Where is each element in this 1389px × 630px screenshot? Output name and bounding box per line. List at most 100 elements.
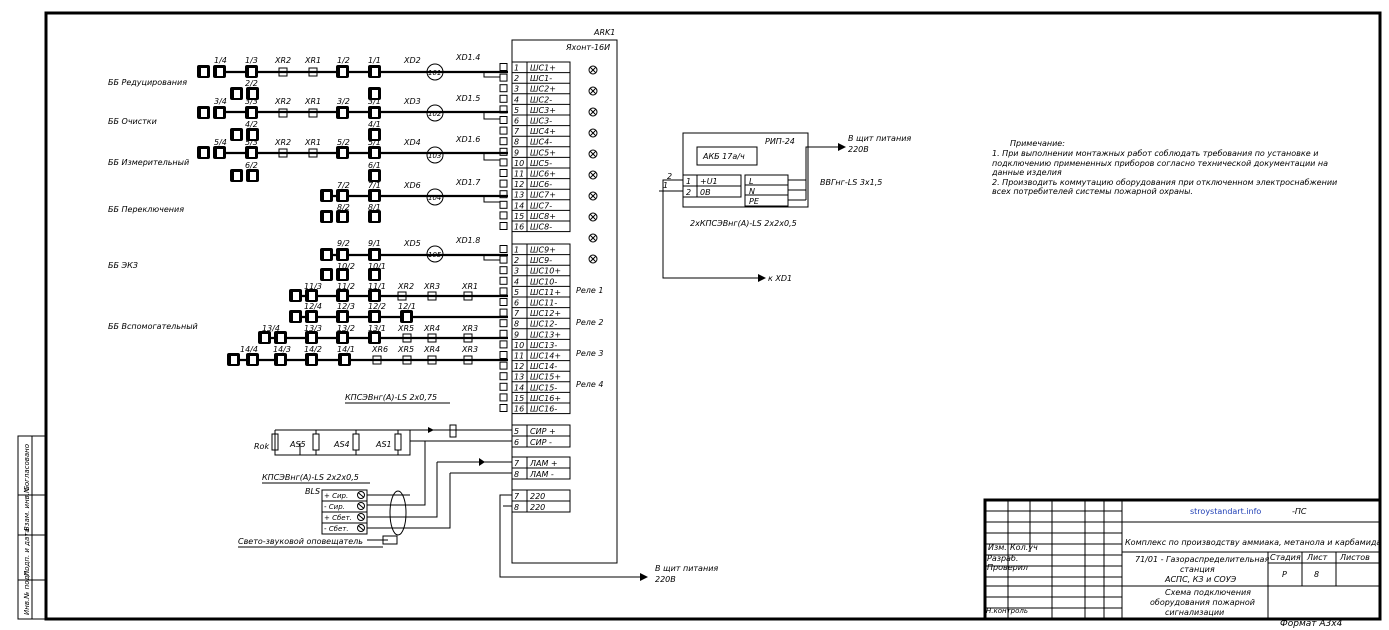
term-b-pin bbox=[499, 266, 508, 275]
z3-n9: XD4 bbox=[403, 138, 421, 147]
detector-icon-inner bbox=[201, 109, 207, 117]
term-b-num: 4 bbox=[514, 277, 519, 286]
siren-as4: AS4 bbox=[333, 440, 350, 449]
indicator-cross bbox=[589, 171, 597, 179]
z4-n5: XD6 bbox=[403, 181, 421, 190]
side-stamp-3: Взам. инв.№ bbox=[23, 486, 31, 531]
terminal-square bbox=[372, 355, 382, 365]
indicator-led bbox=[588, 191, 598, 201]
term-a-pin bbox=[499, 63, 508, 71]
z2-n3: 3/3 bbox=[245, 97, 258, 106]
indicator-cross bbox=[589, 150, 597, 158]
term-a-num: 14 bbox=[514, 201, 524, 210]
term-b-pin bbox=[499, 276, 508, 285]
term-b-num: 3 bbox=[514, 267, 519, 276]
detector-icon-inner bbox=[342, 356, 348, 364]
detector-icon-inner bbox=[217, 149, 223, 157]
term-a-label: ШС1- bbox=[530, 74, 552, 83]
siren-cable-bottom: КПСЭВнг(А)-LS 2х2х0,5 bbox=[262, 473, 359, 482]
psu-in-l2: 0В bbox=[700, 188, 711, 197]
mains-arrow bbox=[838, 143, 846, 151]
battery-box bbox=[696, 146, 758, 166]
z6-n23: XR5 bbox=[397, 345, 414, 354]
tb-row-kol: Кол.уч bbox=[1010, 543, 1038, 552]
eol-103-label: 103 bbox=[428, 152, 441, 160]
detector-icon-inner bbox=[217, 109, 223, 117]
indicator-cross bbox=[589, 108, 597, 116]
term-a-label: ШС5+ bbox=[530, 148, 556, 157]
eol-105-label: 105 bbox=[428, 251, 442, 259]
loop-wire bbox=[470, 254, 500, 261]
term-a-num: 6 bbox=[514, 117, 519, 126]
terminal-square bbox=[402, 355, 412, 365]
side-stamp-4: Согласовано bbox=[23, 444, 31, 491]
siren-as1: AS1 bbox=[375, 440, 392, 449]
terminal-square bbox=[463, 355, 473, 365]
term-b-pin bbox=[499, 308, 508, 317]
z1-n5: 1/2 bbox=[337, 56, 350, 65]
relay-2-label: Реле 2 bbox=[576, 318, 603, 327]
indicator-cross bbox=[589, 87, 597, 95]
detector-icon-inner bbox=[249, 109, 255, 117]
psu-cable-in: 2хКПСЭВнг(А)-LS 2х2х0,5 bbox=[690, 219, 797, 228]
detector-icon-inner bbox=[309, 313, 315, 321]
tb-col-sheets: Листов bbox=[1339, 553, 1370, 562]
term-b-num: 7 bbox=[514, 309, 520, 318]
indicator-led bbox=[588, 149, 598, 159]
term-a-label: ШС4- bbox=[530, 138, 552, 147]
eol-101 bbox=[426, 63, 444, 81]
detector-icon-inner bbox=[250, 172, 256, 180]
sir-l1: СИР + bbox=[530, 427, 556, 436]
term-b-pin bbox=[499, 245, 508, 253]
term-b-label: ШС15- bbox=[530, 383, 557, 392]
z5-n7: 10/1 bbox=[368, 262, 386, 271]
term-a-pin bbox=[499, 116, 508, 124]
detector-icon-inner bbox=[340, 292, 346, 300]
term-a-num: 15 bbox=[514, 212, 524, 221]
detector-icon-inner bbox=[340, 251, 346, 259]
term-b-label: ШС16- bbox=[530, 405, 557, 414]
term-a-label: ШС6- bbox=[530, 180, 552, 189]
psu-block: РИП-24 АКБ 17а/ч 1 +U1 2 0В L N PE В щит… bbox=[659, 132, 911, 283]
z6-n17: XR3 bbox=[461, 324, 478, 333]
term-a-label: ШС8+ bbox=[530, 212, 556, 221]
z6-n21: 14/1 bbox=[337, 345, 355, 354]
z1-n7: XD2 bbox=[403, 56, 421, 65]
detector-icon-inner bbox=[250, 356, 256, 364]
term-b-label: ШС12+ bbox=[530, 309, 561, 318]
sir-n2: 6 bbox=[514, 438, 519, 447]
detector-icon-inner bbox=[217, 68, 223, 76]
siren-resistors bbox=[271, 430, 402, 455]
tb-row-razrab: Разраб. bbox=[987, 554, 1018, 563]
bls-terminal-slot bbox=[357, 525, 365, 531]
psu-in-l1: +U1 bbox=[700, 177, 718, 186]
z1-n6: 1/1 bbox=[368, 56, 381, 65]
zone-label-1: ББ Редуцирования bbox=[108, 78, 187, 87]
terminal-square bbox=[278, 67, 288, 77]
ark1-ref: ARK1 bbox=[593, 28, 615, 37]
z4-n2: 6/1 bbox=[368, 161, 381, 170]
z6-n12: 13/3 bbox=[304, 324, 322, 333]
term-b-num: 14 bbox=[514, 383, 524, 392]
z3-n1: 4/2 bbox=[245, 120, 258, 129]
detector-icon-inner bbox=[324, 192, 330, 200]
detector-icon-inner bbox=[201, 68, 207, 76]
zone-6-loop: 11/3 11/2 11/1 XR2 XR3 XR1 12/4 12/3 12/… bbox=[228, 282, 508, 362]
tb-sheet: 8 bbox=[1314, 570, 1319, 579]
term-a-num: 13 bbox=[514, 191, 524, 200]
lam-n2: 8 bbox=[514, 470, 519, 479]
siren-element bbox=[352, 433, 360, 451]
term-b-num: 10 bbox=[514, 341, 524, 350]
z6-n6: XR1 bbox=[461, 282, 478, 291]
eol-resistors: 101 102 103 104 105 bbox=[426, 63, 444, 263]
siren-cable-top: КПСЭВнг(А)-LS 2х0,75 bbox=[345, 393, 437, 402]
term-a-pin bbox=[499, 158, 508, 167]
indicator-cross bbox=[589, 213, 597, 221]
term-b-label: ШС15+ bbox=[530, 373, 561, 382]
z2-n1: 2/2 bbox=[245, 79, 258, 88]
term-b-pin bbox=[499, 351, 508, 359]
z1-n1: 1/4 bbox=[214, 56, 227, 65]
detector-icon-inner bbox=[231, 356, 237, 364]
